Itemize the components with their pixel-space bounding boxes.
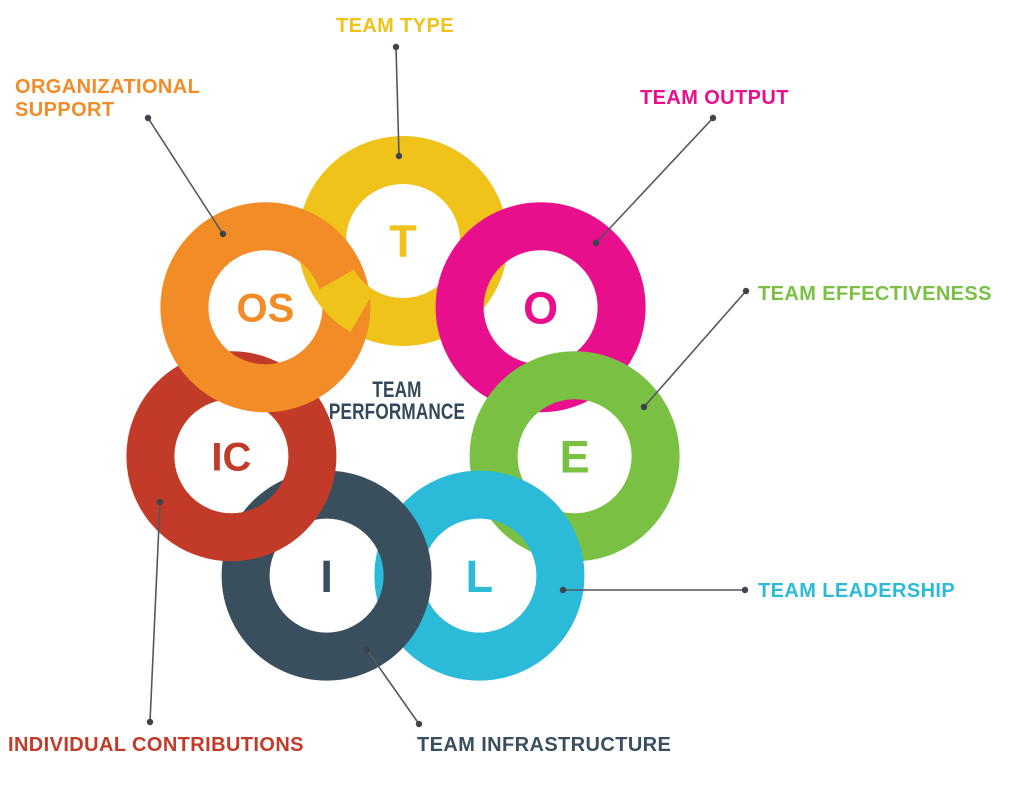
leader-dot-ring-team-effectiveness (640, 403, 648, 411)
leader-line-team-infrastructure (366, 649, 420, 725)
leader-dot-label-team-leadership (741, 586, 749, 594)
ring-letter-team-effectiveness: E (560, 431, 590, 482)
label-team-output: TEAM OUTPUT (640, 87, 789, 109)
leader-dot-label-individual-contributions (146, 718, 154, 726)
ring-letter-team-type: T (389, 216, 417, 267)
leader-line-team-output (595, 117, 714, 244)
leader-line-team-type (395, 46, 400, 157)
label-individual-contributions: INDIVIDUAL CONTRIBUTIONS (8, 734, 304, 756)
leader-dot-ring-team-output (592, 239, 600, 247)
leader-line-individual-contributions (149, 501, 161, 723)
leader-line-organizational-support (147, 117, 224, 235)
ring-letter-team-output: O (523, 283, 558, 334)
leader-dot-label-team-infrastructure (415, 720, 423, 728)
label-organizational-support: ORGANIZATIONAL SUPPORT (15, 76, 201, 121)
leader-dot-ring-team-type (395, 152, 403, 160)
leader-dot-ring-organizational-support (219, 230, 227, 238)
leader-dot-ring-team-infrastructure (363, 646, 371, 654)
label-team-infrastructure: TEAM INFRASTRUCTURE (417, 734, 672, 756)
leader-dot-ring-team-leadership (559, 586, 567, 594)
label-team-type: TEAM TYPE (335, 15, 455, 37)
ring-letter-team-leadership: L (466, 551, 494, 602)
leader-dot-label-team-type (392, 43, 400, 51)
ring-letter-individual-contributions: IC (211, 436, 251, 480)
leader-dot-label-team-output (709, 114, 717, 122)
ring-letter-team-infrastructure: I (320, 551, 333, 602)
ring-letter-organizational-support: OS (237, 287, 295, 331)
label-team-effectiveness: TEAM EFFECTIVENESS (758, 283, 992, 305)
center-label: TEAM PERFORMANCE (328, 377, 466, 424)
label-team-leadership: TEAM LEADERSHIP (758, 580, 956, 602)
ring-overlap-patch-team-type (312, 268, 376, 332)
leader-dot-label-organizational-support (144, 114, 152, 122)
leader-dot-label-team-effectiveness (742, 287, 750, 295)
leader-dot-ring-individual-contributions (156, 498, 164, 506)
leader-line-team-effectiveness (643, 290, 747, 408)
